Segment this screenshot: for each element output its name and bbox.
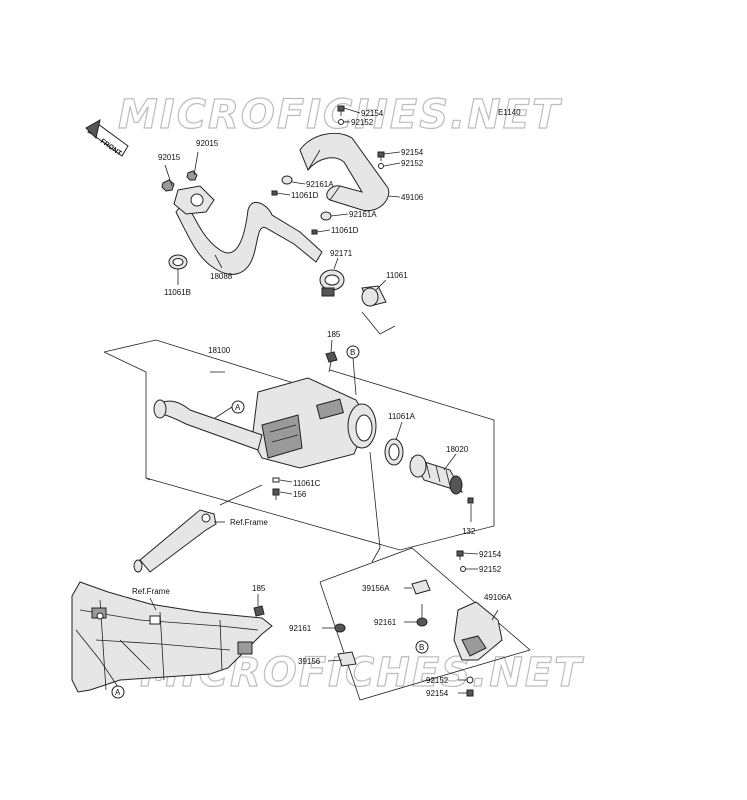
label-92161A-1: 92161A [306,180,334,189]
washer-92152-bottom [466,676,474,684]
heat-guard-49106A [453,601,503,661]
collar-11061D-1 [271,190,278,196]
label-ref-frame-upper: Ref.Frame [230,518,268,527]
label-156: 156 [293,490,307,499]
bolt-92154-top [337,105,345,116]
label-49106: 49106 [401,193,424,202]
svg-text:B: B [419,643,424,652]
label-92015-a: 92015 [196,139,219,148]
label-11061A: 11061A [388,412,416,421]
watermark-top: MICROFICHES.NET [118,92,562,138]
bolt-92154-bottom [466,689,474,697]
label-92152-bottom: 92152 [426,676,449,685]
gasket-11061B [168,254,188,270]
svg-text:A: A [115,688,121,697]
label-92154-lower-right: 92154 [479,550,502,559]
marker-b-upper: B [346,345,360,359]
svg-text:A: A [235,403,241,412]
bracket-39156 [337,651,357,667]
marker-a-upper: A [231,400,245,414]
label-11061B: 11061B [164,288,191,297]
gasket-11061A [384,438,404,466]
label-39156A: 39156A [362,584,390,593]
muffler-18100 [251,377,377,469]
diagram-code: E1140 [498,108,521,117]
leader-lines-lower [322,552,499,694]
frame-ref [71,581,273,693]
label-18100: 18100 [208,346,231,355]
bracket-39156A [411,579,431,595]
label-92152-right: 92152 [401,159,424,168]
bolt-185-top [325,351,338,373]
label-11061D-2: 11061D [331,226,359,235]
collar-11061D-2 [311,229,318,235]
screw-132 [467,497,474,504]
bolt-92154-right [377,151,385,161]
header-pipe-18088 [173,185,323,275]
muffler-mount-bracket [133,509,217,573]
bolt-92154-lower-right [456,550,464,560]
label-11061C: 11061C [293,479,321,488]
marker-a-lower: A [111,685,125,699]
label-92152-top: 92152 [351,118,374,127]
label-185-top: 185 [327,330,341,339]
label-49106A: 49106A [484,593,512,602]
label-18088: 18088 [210,272,233,281]
bolt-156 [272,488,280,500]
label-92161-left: 92161 [289,624,312,633]
marker-b-lower: B [415,640,429,654]
label-92171: 92171 [330,249,353,258]
label-92152-lower-right: 92152 [479,565,502,574]
collar-11061C [272,477,280,483]
label-92154-bottom: 92154 [426,689,449,698]
washer-92152-right [378,163,384,169]
label-92154-top: 92154 [361,109,384,118]
label-11061D-1: 11061D [291,191,319,200]
label-39156: 39156 [298,657,321,666]
leader-lines-middle [210,339,472,563]
heat-guard-49106 [299,132,390,212]
svg-text:B: B [350,348,355,357]
muffler-inlet-pipe [153,399,263,451]
label-92161-right: 92161 [374,618,397,627]
leader-lines-frame [149,594,259,611]
muffler-group-outline [103,339,495,551]
spark-arrestor-18020 [409,454,464,495]
label-ref-frame-lower: Ref.Frame [132,587,170,596]
clamp-92161A-2 [320,211,332,221]
bolt-185-bottom [253,605,265,617]
label-132: 132 [462,527,476,536]
damper-92161-right [416,617,428,627]
label-92015-b: 92015 [158,153,181,162]
washer-92152-top [338,119,344,125]
gasket-11061 [361,285,387,307]
callout-labels: 92154 92152 92154 92152 92161A 11061D 49… [132,109,512,698]
label-92161A-2: 92161A [349,210,377,219]
washer-92152-lower-right [460,566,466,572]
nut-92015-b [186,170,198,181]
clamp-92161A-1 [281,175,293,185]
clamp-92171 [319,269,345,297]
label-92154-right: 92154 [401,148,424,157]
label-18020: 18020 [446,445,469,454]
damper-92161-left [334,623,346,633]
label-11061: 11061 [386,271,408,280]
leader-lines-upper [164,107,401,335]
label-185-bottom: 185 [252,584,266,593]
